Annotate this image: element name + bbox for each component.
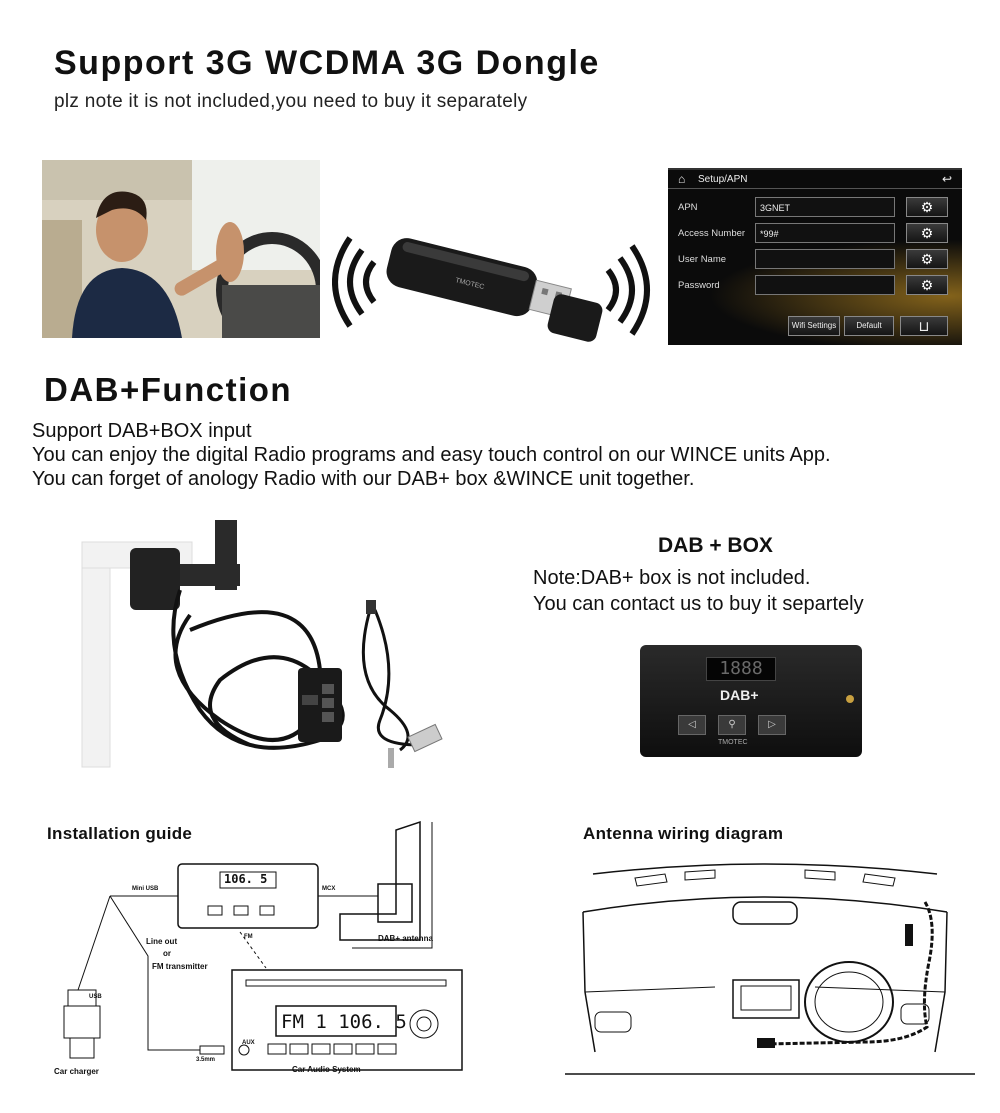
- dab-heading: DAB+Function: [44, 371, 293, 408]
- password-field[interactable]: [755, 275, 895, 295]
- mcx-label: MCX: [322, 886, 336, 892]
- dab-box-brand: TMOTEC: [718, 739, 748, 746]
- usb-label: USB: [89, 994, 102, 1000]
- antenna-diagram-title: Antenna wiring diagram: [583, 824, 784, 843]
- dab-antenna-kit: [81, 520, 443, 768]
- access-number-label: Access Number: [678, 228, 746, 239]
- save-button[interactable]: ⊔: [900, 316, 948, 336]
- dab-box-note-line-1: Note:DAB+ box is not included.: [533, 567, 811, 589]
- car-charger-label: Car charger: [54, 1067, 99, 1076]
- dab-box-display: 1888: [706, 657, 776, 681]
- prev-button[interactable]: ◁: [678, 715, 706, 735]
- dab-line-1: Support DAB+BOX input: [32, 420, 252, 442]
- dongle-heading: Support 3G WCDMA 3G Dongle: [54, 44, 600, 82]
- dab-line-2: You can enjoy the digital Radio programs…: [32, 444, 831, 466]
- fm-label: FM: [244, 934, 253, 940]
- access-number-gear-button[interactable]: ⚙: [906, 223, 948, 243]
- password-gear-button[interactable]: ⚙: [906, 275, 948, 295]
- signal-waves-right-icon: [605, 244, 650, 336]
- gear-icon: ⚙: [920, 251, 934, 267]
- aux-label: AUX: [242, 1040, 255, 1046]
- dongle-note: plz note it is not included,you need to …: [54, 91, 528, 112]
- next-icon: ▷: [768, 719, 776, 730]
- gear-icon: ⚙: [920, 225, 934, 241]
- driver-photo: [42, 160, 320, 338]
- fm-transmitter-label: FM transmitter: [152, 962, 208, 971]
- default-button[interactable]: Default: [844, 316, 894, 336]
- password-label: Password: [678, 280, 720, 291]
- access-number-field[interactable]: *99#: [755, 223, 895, 243]
- antenna-wiring-diagram: [565, 863, 975, 1075]
- next-button[interactable]: ▷: [758, 715, 786, 735]
- line-out-label: Line out: [146, 937, 178, 946]
- apn-gear-button[interactable]: ⚙: [906, 197, 948, 217]
- dab-box-note-line-2: You can contact us to buy it separtely: [533, 593, 864, 615]
- dab-logo: DAB+: [720, 687, 759, 703]
- apn-setup-screen: ⌂ Setup/APN ↩ APN 3GNET ⚙ Access Number …: [668, 168, 962, 345]
- dab-box-title: DAB + BOX: [658, 534, 773, 557]
- back-icon[interactable]: ↩: [941, 172, 952, 186]
- signal-waves-left-icon: [332, 236, 377, 328]
- radio-display: FM 1 106. 5: [281, 1011, 407, 1033]
- user-name-gear-button[interactable]: ⚙: [906, 249, 948, 269]
- installation-diagram: [63, 820, 463, 1071]
- or-label: or: [163, 949, 171, 958]
- dab-box-note: Note:DAB+ box is not included. You can c…: [533, 565, 864, 617]
- dab-freq-display: 106. 5: [224, 872, 268, 886]
- search-button[interactable]: ⚲: [718, 715, 746, 735]
- dab-description: Support DAB+BOX input You can enjoy the …: [32, 419, 831, 491]
- search-icon: ⚲: [728, 719, 736, 730]
- home-icon[interactable]: ⌂: [678, 172, 686, 186]
- gear-icon: ⚙: [920, 277, 934, 293]
- apn-screen-title: Setup/APN: [698, 174, 748, 185]
- user-name-field[interactable]: [755, 249, 895, 269]
- wifi-settings-button[interactable]: Wifi Settings: [788, 316, 840, 336]
- user-name-label: User Name: [678, 254, 727, 265]
- usb-dongle: TMOTEC: [386, 238, 603, 342]
- jack-label: 3.5mm: [196, 1057, 216, 1063]
- prev-icon: ◁: [688, 719, 696, 730]
- car-audio-label: Car Audio System: [292, 1065, 361, 1074]
- antenna-port: [846, 695, 854, 703]
- dab-box-device: 1888 DAB+ ◁ ⚲ ▷ TMOTEC: [640, 645, 862, 757]
- dab-line-3: You can forget of anology Radio with our…: [32, 468, 695, 490]
- dab-antenna-label: DAB+ antenna: [378, 934, 433, 943]
- apn-field[interactable]: 3GNET: [755, 197, 895, 217]
- save-icon: ⊔: [918, 318, 930, 334]
- mini-usb-label: Mini USB: [132, 886, 159, 892]
- gear-icon: ⚙: [920, 199, 934, 215]
- installation-guide-title: Installation guide: [47, 824, 193, 843]
- apn-label: APN: [678, 202, 698, 213]
